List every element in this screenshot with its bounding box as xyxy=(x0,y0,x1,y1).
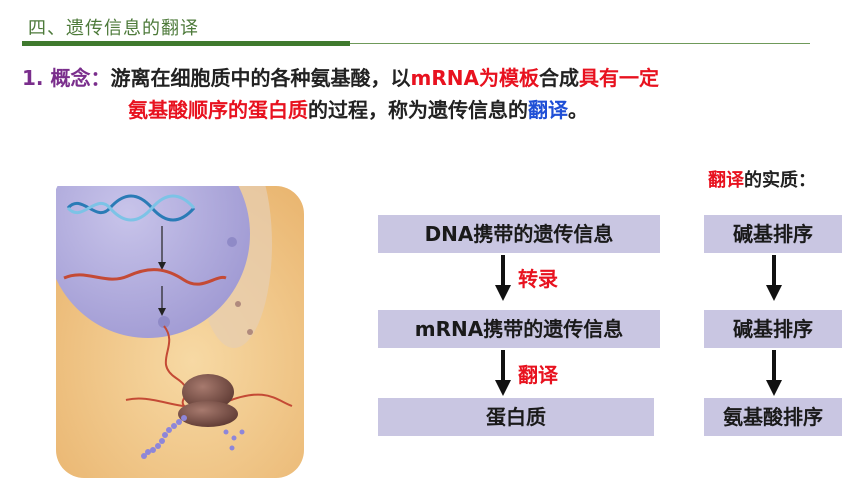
concept-text-e: 氨基酸顺序的蛋白质 xyxy=(128,98,308,122)
dna-strand-b xyxy=(66,194,196,222)
down-arrow-icon xyxy=(495,255,511,301)
exit-pore xyxy=(158,316,170,328)
essence-title-plain: 的实质： xyxy=(744,170,816,191)
down-arrow-icon xyxy=(766,350,782,396)
envelope-dot xyxy=(247,329,253,335)
mrna-in-cytoplasm xyxy=(163,325,188,409)
concept-text-a: 游离在细胞质中的各种氨基酸，以 xyxy=(110,66,411,90)
protein-box: 蛋白质 xyxy=(378,398,654,436)
polypeptide-chain xyxy=(141,415,245,459)
mrna-in-nucleus xyxy=(63,268,227,286)
down-arrow-icon xyxy=(766,255,782,301)
concept-number: 1. 概念： xyxy=(22,66,111,90)
ribosome-large-subunit xyxy=(182,374,234,410)
dna-info-box: DNA携带的遗传信息 xyxy=(378,215,660,253)
concept-text-g: 翻译 xyxy=(528,98,568,122)
concept-definition: 1. 概念：游离在细胞质中的各种氨基酸，以mRNA为模板合成具有一定 氨基酸顺序… xyxy=(22,62,842,126)
title-underline-bar xyxy=(22,41,350,46)
down-arrow-icon xyxy=(495,350,511,396)
title-underline-line xyxy=(350,43,810,44)
nucleus xyxy=(56,186,250,338)
transcription-arrowhead xyxy=(158,262,166,270)
concept-text-f: 的过程，称为遗传信息的 xyxy=(308,98,528,122)
essence-title: 翻译的实质： xyxy=(708,166,816,192)
nuclear-pore xyxy=(227,237,237,247)
essence-title-red: 翻译 xyxy=(708,170,744,191)
concept-line-2: 氨基酸顺序的蛋白质的过程，称为遗传信息的翻译。 xyxy=(22,94,842,126)
ribosome-small-subunit xyxy=(178,401,238,427)
dna-strand-a xyxy=(66,194,196,222)
export-arrowhead xyxy=(158,308,166,316)
essence-box-amino-acid-sequence: 氨基酸排序 xyxy=(704,398,842,436)
concept-text-b: mRNA为模板 xyxy=(410,66,539,90)
essence-box-base-sequence-1: 碱基排序 xyxy=(704,215,842,253)
concept-text-c: 合成 xyxy=(538,66,579,90)
translation-cell-illustration xyxy=(56,186,304,478)
concept-text-h: 。 xyxy=(568,98,588,122)
section-title: 四、遗传信息的翻译 xyxy=(28,18,199,39)
mrna-info-box: mRNA携带的遗传信息 xyxy=(378,310,660,348)
essence-box-base-sequence-2: 碱基排序 xyxy=(704,310,842,348)
transcription-label: 转录 xyxy=(518,267,558,291)
concept-text-d: 具有一定 xyxy=(578,66,659,90)
translation-label: 翻译 xyxy=(518,363,558,387)
envelope-dot xyxy=(235,301,241,307)
